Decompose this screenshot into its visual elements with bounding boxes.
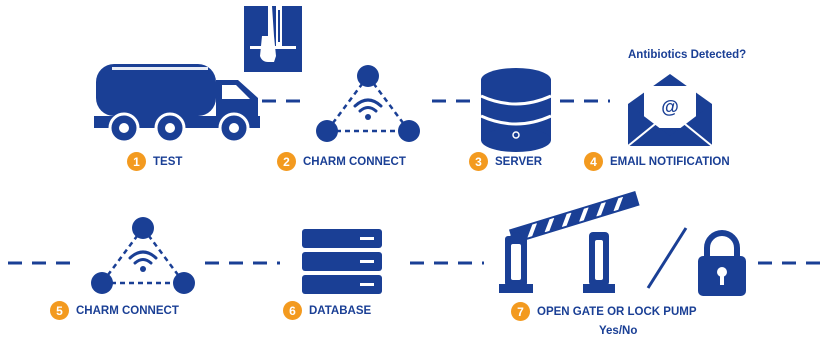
test-strip-inset-icon [244, 6, 302, 72]
svg-text:@: @ [661, 97, 679, 117]
tanker-truck-icon [94, 64, 260, 144]
step-label: CHARM CONNECT [76, 304, 179, 317]
email-envelope-icon: @ [627, 74, 713, 147]
step-number-badge: 1 [127, 152, 146, 171]
step-test: 1 TEST [127, 152, 182, 171]
gate-barrier-icon [499, 191, 640, 293]
padlock-icon [698, 230, 746, 296]
step-number-badge: 2 [277, 152, 296, 171]
antibiotics-detected-question: Antibiotics Detected? [628, 49, 747, 61]
wifi-network-triangle-icon [91, 217, 195, 294]
step-number-badge: 6 [283, 301, 302, 320]
step-charm-connect-1: 2 CHARM CONNECT [277, 152, 406, 171]
step-label: EMAIL NOTIFICATION [610, 155, 730, 168]
step-database: 6 DATABASE [283, 301, 371, 320]
divider-slash [646, 227, 688, 289]
step-charm-connect-2: 5 CHARM CONNECT [50, 301, 179, 320]
server-rack-icon [302, 229, 382, 294]
step-open-gate-or-lock-pump: 7 OPEN GATE OR LOCK PUMP [511, 302, 697, 321]
wifi-network-triangle-icon [316, 65, 420, 142]
step-server: 3 SERVER [469, 152, 542, 171]
step-email-notification: 4 EMAIL NOTIFICATION [584, 152, 730, 171]
step-number-badge: 5 [50, 301, 69, 320]
step-label: TEST [153, 155, 183, 168]
step-label: OPEN GATE OR LOCK PUMP [537, 305, 697, 318]
step-number-badge: 3 [469, 152, 488, 171]
step-number-badge: 7 [511, 302, 530, 321]
step-number-badge: 4 [584, 152, 603, 171]
step-label: DATABASE [309, 304, 372, 317]
step-label: CHARM CONNECT [303, 155, 406, 168]
step-7-sublabel: Yes/No [599, 325, 638, 337]
step-label: SERVER [495, 155, 543, 168]
database-server-icon [480, 68, 552, 152]
